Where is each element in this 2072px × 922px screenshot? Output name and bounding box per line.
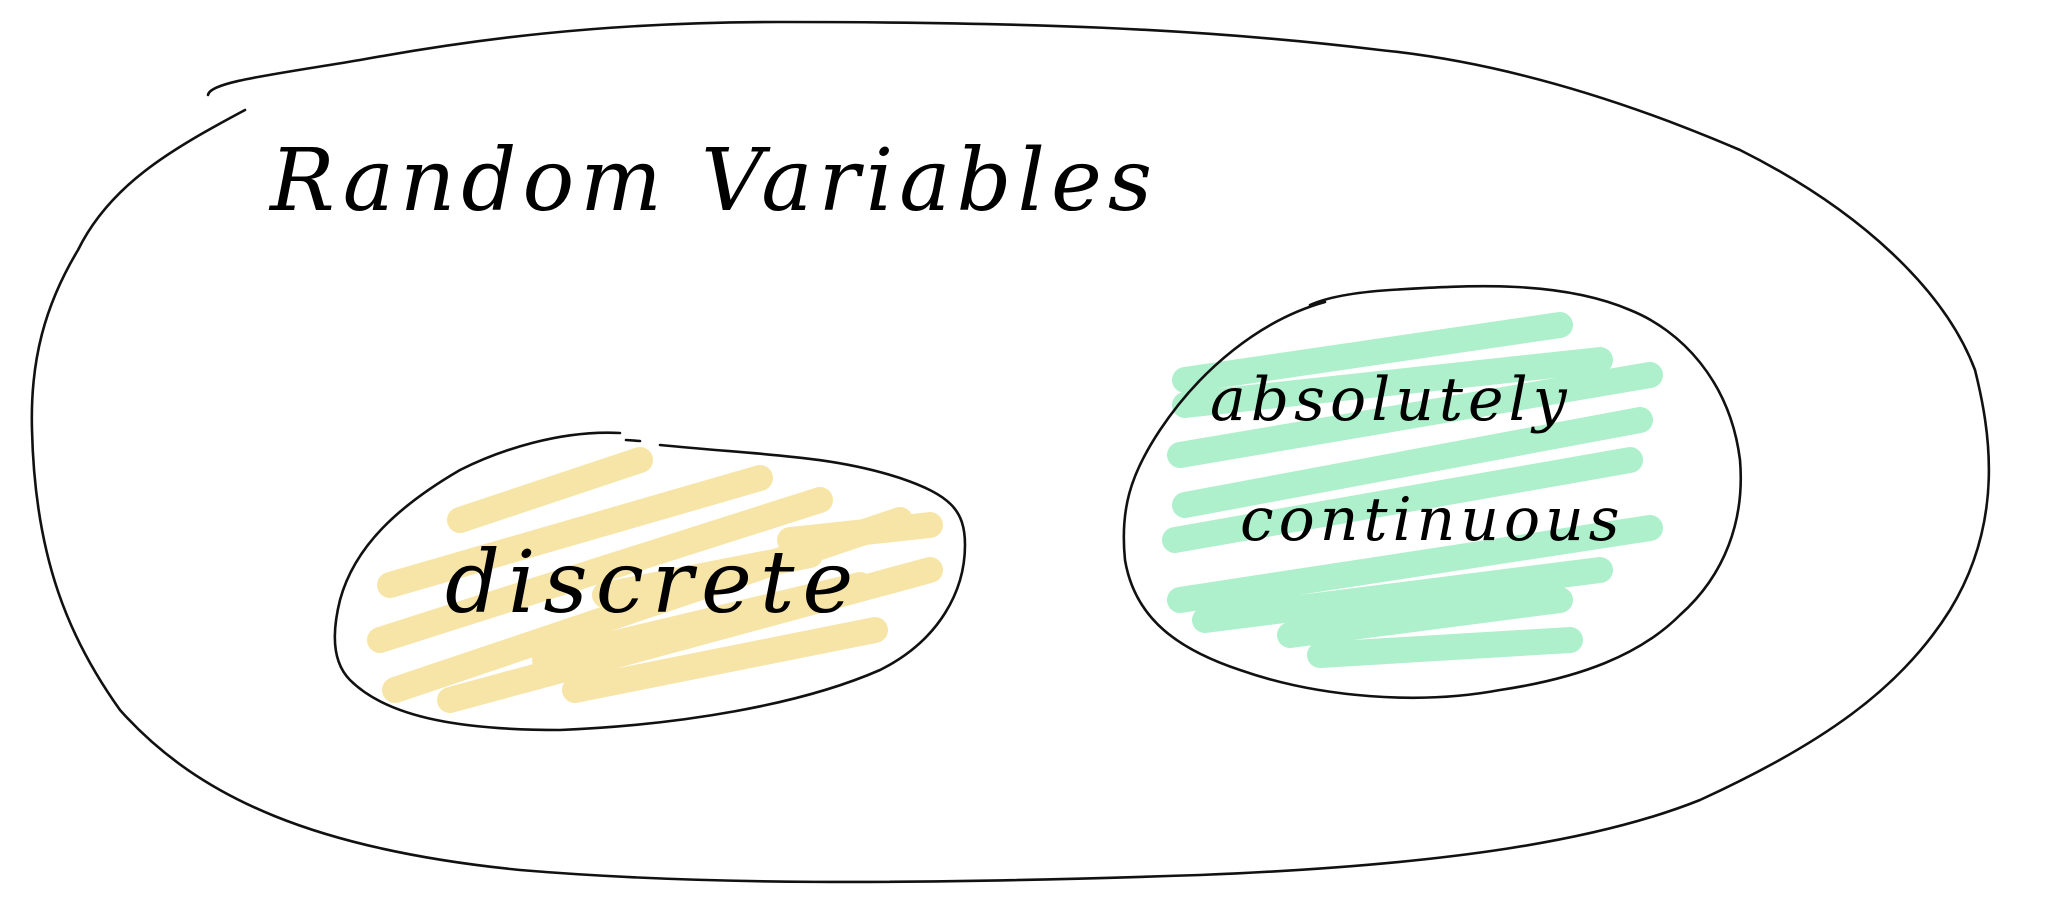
continuous-label-line2: continuous bbox=[1240, 485, 1625, 555]
continuous-label-line1: absolutely bbox=[1210, 365, 1572, 435]
random-variables-set: Random Variables bbox=[30, 20, 1991, 884]
discrete-highlight-fill bbox=[367, 447, 943, 713]
discrete-set: discrete bbox=[333, 431, 967, 732]
continuous-scribble-1 bbox=[1162, 312, 1663, 668]
discrete-ellipse-overlap-stroke bbox=[624, 438, 642, 443]
discrete-label: discrete bbox=[445, 533, 861, 633]
absolutely-continuous-set: absolutely continuous bbox=[1122, 284, 1742, 700]
continuous-ellipse bbox=[1122, 284, 1742, 700]
outer-ellipse bbox=[30, 20, 1991, 884]
discrete-scribble-1 bbox=[367, 447, 943, 713]
continuous-highlight-fill bbox=[1162, 312, 1663, 668]
title-label: Random Variables bbox=[268, 131, 1158, 231]
discrete-ellipse bbox=[333, 431, 967, 732]
